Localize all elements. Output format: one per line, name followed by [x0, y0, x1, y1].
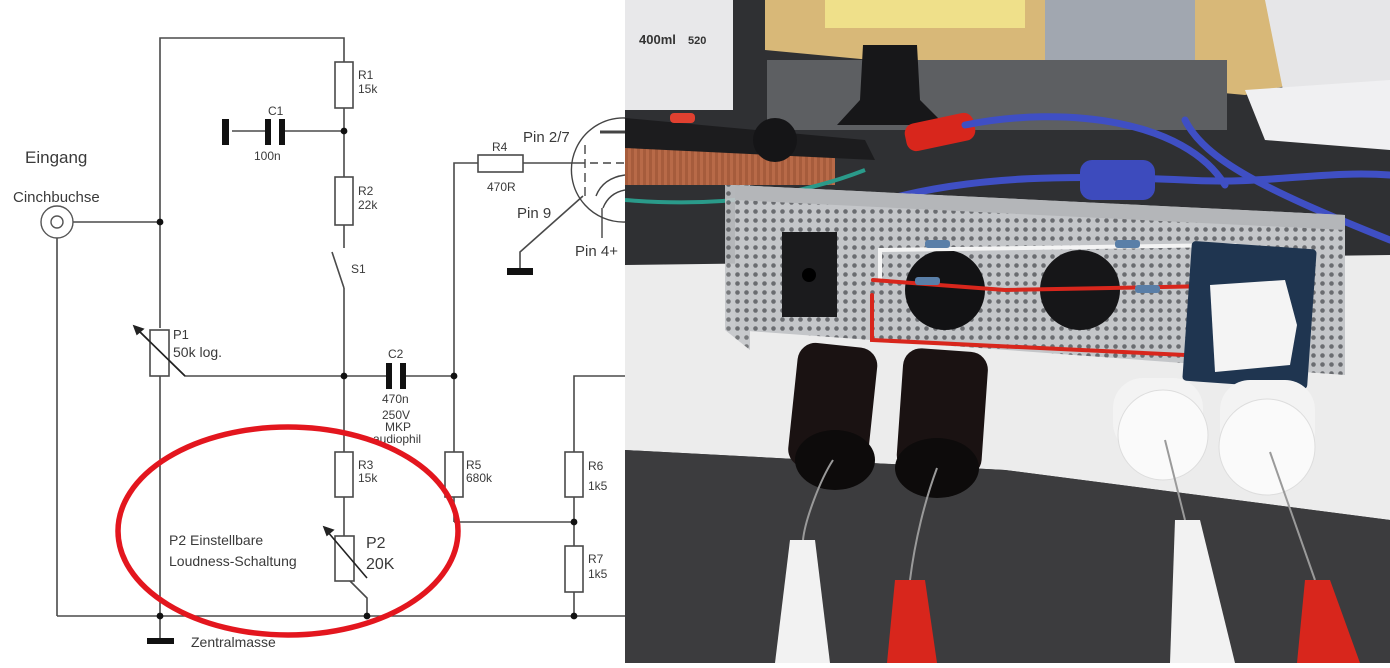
resistor-r3: [334, 451, 354, 498]
ferrite-bead: [1080, 160, 1155, 200]
junction-dot: [450, 372, 458, 380]
spray-can: [625, 0, 733, 110]
c1-ref: C1: [268, 104, 284, 118]
r5-value: 680k: [466, 471, 493, 485]
p2-value: 20K: [366, 556, 395, 573]
r5-ref: R5: [466, 458, 482, 472]
junctions: [156, 127, 578, 620]
p1-value: 50k log.: [173, 344, 222, 360]
r3-ref: R3: [358, 458, 374, 472]
paper-schematic: [1245, 80, 1390, 150]
wire-top-rail: [159, 37, 345, 222]
spray-can-volume: 400ml: [639, 32, 676, 47]
red-clip-top: [904, 112, 976, 152]
resistor-r1: [334, 61, 354, 109]
r6-value: 1k5: [588, 479, 608, 493]
c2-value: 470n: [382, 392, 409, 406]
alligator-clips: [775, 520, 1360, 663]
input-connector-label: Cinchbuchse: [13, 189, 100, 206]
switch-s1: [331, 251, 345, 289]
junction-dot: [156, 612, 164, 620]
ground-symbol-tube: [507, 268, 533, 275]
component-tray: [1045, 0, 1195, 60]
spray-can-code: 520: [688, 35, 706, 47]
magnifier-stand: [837, 45, 945, 125]
r2-ref: R2: [358, 184, 374, 198]
blue-usb-cables: [881, 113, 1390, 244]
c2-type: MKP: [385, 420, 411, 434]
tube-symbol: [570, 117, 626, 238]
photo-panel: 400ml 520: [625, 0, 1390, 663]
r7-value: 1k5: [588, 567, 608, 581]
junction-dot: [340, 372, 348, 380]
resistor-r6: [564, 451, 584, 498]
input-title: Eingang: [25, 148, 87, 167]
r7-ref: R7: [588, 552, 604, 566]
electrolytic-capacitors: [788, 342, 988, 498]
junction-dot: [570, 518, 578, 526]
r6-ref: R6: [588, 459, 604, 473]
clip-white-2: [1170, 520, 1235, 663]
tube-pin-shield: Pin 9: [517, 205, 551, 222]
clip-red-1: [887, 580, 937, 663]
c2-rating: 250V: [382, 408, 410, 422]
capacitor-c1: [265, 119, 271, 145]
workbench-photo: 400ml 520: [625, 0, 1390, 663]
junction-dot: [156, 218, 164, 226]
p1-ref: P1: [173, 327, 189, 342]
p2-wiper-arrow-icon: [326, 530, 368, 579]
c2-note: audiophil: [373, 432, 421, 446]
metal-film-resistors: [915, 240, 1160, 293]
capacitor-c2: [386, 363, 392, 389]
tube-pin-grid: Pin 2/7: [523, 129, 570, 146]
resistor-r2: [334, 176, 354, 226]
clip-white-1: [775, 540, 830, 663]
c2-ref: C2: [388, 347, 404, 361]
ground-symbol-main: [147, 638, 174, 644]
r2-value: 22k: [358, 198, 378, 212]
film-capacitors: [1113, 378, 1316, 496]
circuit-diagram: Eingang Cinchbuchse C1 100n R1 15k R2 22…: [13, 37, 626, 650]
tube-socket-1: [905, 250, 985, 330]
potentiometer-p2: [334, 535, 355, 582]
junction-dot: [570, 612, 578, 620]
resistor-r4: [477, 154, 524, 173]
tube-pin-heater: Pin 4+: [575, 243, 618, 260]
p1-wiper-arrow-icon: [137, 329, 186, 377]
schematic-panel: Eingang Cinchbuchse C1 100n R1 15k R2 22…: [0, 0, 626, 663]
annotation-line-1: P2 Einstellbare: [169, 532, 263, 548]
p2-ref: P2: [366, 535, 386, 552]
r1-ref: R1: [358, 68, 374, 82]
yellow-paper: [825, 0, 1025, 28]
r4-value: 470R: [487, 180, 516, 194]
r4-ref: R4: [492, 140, 508, 154]
cinch-jack-icon: [40, 205, 74, 239]
resistor-r7: [564, 545, 584, 593]
highlight-ellipse: [115, 424, 461, 638]
s1-ref: S1: [351, 262, 366, 276]
junction-dot: [340, 127, 348, 135]
clip-red-2: [1297, 580, 1360, 663]
c1-value: 100n: [254, 149, 281, 163]
oscilloscope-probe: [625, 118, 875, 160]
resistor-r5: [444, 451, 464, 498]
capacitor-leads: [802, 439, 1316, 581]
ground-label: Zentralmasse: [191, 634, 276, 650]
r3-value: 15k: [358, 471, 378, 485]
ground-symbol-c1: [222, 119, 229, 145]
annotation-line-2: Loudness-Schaltung: [169, 553, 297, 569]
potentiometer-p1: [149, 329, 170, 377]
junction-dot: [363, 612, 371, 620]
r1-value: 15k: [358, 82, 378, 96]
probe-hook: [753, 118, 797, 162]
